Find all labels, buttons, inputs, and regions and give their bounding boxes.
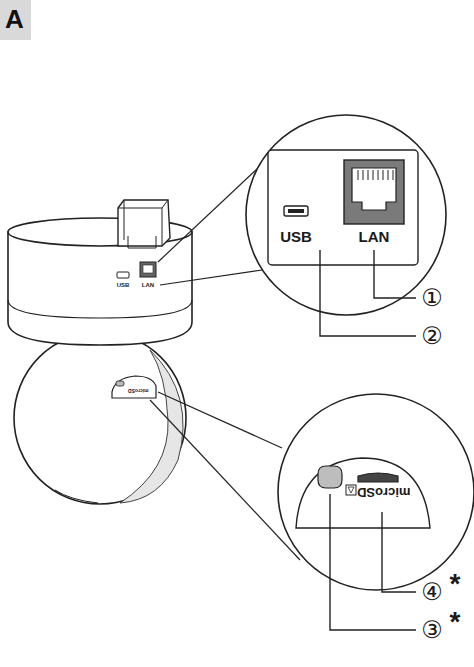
port-label: USB [117,282,130,288]
callout-number: ① [421,286,443,310]
detail-circle [246,115,446,315]
lan-jack [344,160,404,224]
callout-number: ③ [421,618,443,642]
slot-label: microSD [128,388,149,393]
slot-label: microSD [357,486,410,499]
callout-asterisk: * [450,570,461,598]
callout-asterisk: * [450,608,461,636]
callout-number: ④ [421,580,443,604]
camera-ball [14,332,186,504]
port-label: USB [280,229,312,244]
callout-number: ② [421,324,443,348]
camera-base [8,232,192,345]
section-letter: A [0,0,31,40]
port-label: LAN [142,282,154,288]
port-label: LAN [359,229,390,244]
detail-circle [278,394,474,590]
